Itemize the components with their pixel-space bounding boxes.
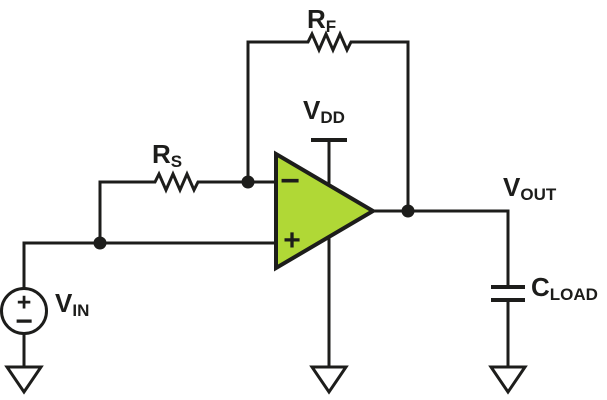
junction-dot-output <box>401 204 415 218</box>
label-cload-main: C <box>531 272 550 302</box>
ground-icon-load <box>488 365 528 395</box>
label-vout-main: V <box>503 172 521 202</box>
feedback-resistor-wire <box>246 30 410 211</box>
label-rf-main: R <box>307 4 326 34</box>
label-rs-sub: S <box>170 152 183 172</box>
label-cload: CLOAD <box>531 274 598 303</box>
opamp-triangle <box>274 150 377 272</box>
label-cload-sub: LOAD <box>549 285 598 305</box>
voltage-source-circle <box>0 287 48 335</box>
ground-icon-source <box>4 365 44 395</box>
ground-icon-opamp <box>309 365 349 395</box>
label-vdd: VDD <box>303 97 345 126</box>
source-minus-sign: − <box>15 305 33 338</box>
junction-dot-inverting <box>241 175 255 189</box>
label-vout: VOUT <box>503 174 556 203</box>
label-vin: VIN <box>55 290 89 319</box>
output-wire <box>373 209 510 285</box>
label-vdd-sub: DD <box>320 108 345 128</box>
label-vout-sub: OUT <box>520 185 557 205</box>
junction-dot-input <box>93 236 107 250</box>
label-vin-sub: IN <box>72 301 90 321</box>
label-vdd-main: V <box>303 95 321 125</box>
opamp-inverting-sign: − <box>280 162 300 200</box>
input-wire <box>22 241 276 289</box>
source-plus-sign: + <box>16 288 32 317</box>
label-rs-main: R <box>152 139 171 169</box>
series-resistor-wire <box>98 170 276 243</box>
label-vin-main: V <box>55 288 73 318</box>
label-rf: RF <box>307 6 336 35</box>
label-rs: RS <box>152 141 182 170</box>
opamp-noninverting-sign: + <box>283 224 301 257</box>
label-rf-sub: F <box>325 17 337 37</box>
